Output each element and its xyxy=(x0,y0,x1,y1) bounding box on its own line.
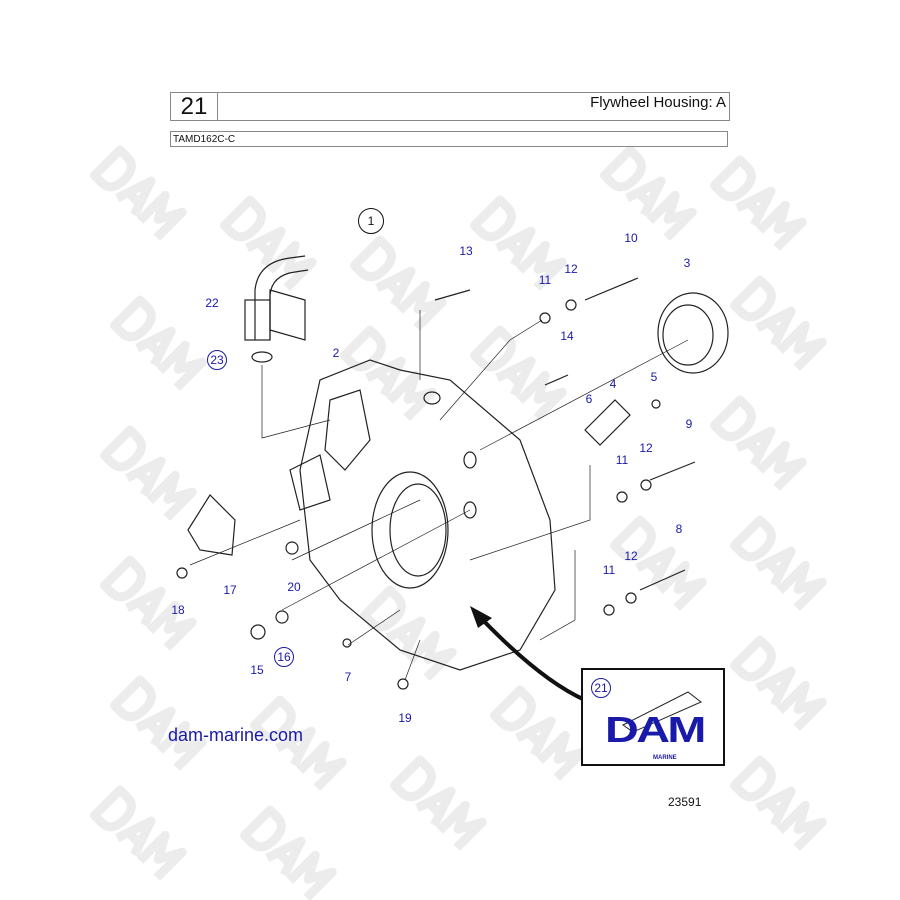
callout-15[interactable]: 15 xyxy=(250,663,264,677)
callout-11[interactable]: 11 xyxy=(602,563,616,577)
header-box: 21 Flywheel Housing: A xyxy=(170,92,730,121)
website-link[interactable]: dam-marine.com xyxy=(168,725,304,745)
dam-logo-subtext: MARINE xyxy=(653,755,677,761)
callout-9[interactable]: 9 xyxy=(685,417,693,431)
inset-pointer-arrow xyxy=(476,613,586,702)
callout-1[interactable]: 1 xyxy=(358,208,384,234)
callout-20[interactable]: 20 xyxy=(287,580,301,594)
callout-22[interactable]: 22 xyxy=(205,296,219,310)
page-number: 21 xyxy=(171,93,218,120)
callout-23[interactable]: 23 xyxy=(207,350,227,370)
callout-8[interactable]: 8 xyxy=(675,522,683,536)
callout-12[interactable]: 12 xyxy=(564,262,578,276)
drawing-number: 23591 xyxy=(668,795,702,809)
page-title: Flywheel Housing: A xyxy=(590,94,726,111)
callout-13[interactable]: 13 xyxy=(459,244,473,258)
detail-inset: 21 DAM MARINE xyxy=(581,668,725,766)
callout-17[interactable]: 17 xyxy=(223,583,237,597)
callout-12[interactable]: 12 xyxy=(624,549,638,563)
callout-10[interactable]: 10 xyxy=(624,231,638,245)
callout-19[interactable]: 19 xyxy=(398,711,412,725)
callout-16[interactable]: 16 xyxy=(274,647,294,667)
callout-6[interactable]: 6 xyxy=(585,392,593,406)
dam-logo: DAM xyxy=(605,709,706,750)
callout-3[interactable]: 3 xyxy=(683,256,691,270)
callout-12[interactable]: 12 xyxy=(639,441,653,455)
callout-21[interactable]: 21 xyxy=(591,678,611,698)
callout-4[interactable]: 4 xyxy=(609,377,617,391)
callout-5[interactable]: 5 xyxy=(650,370,658,384)
model-label: TAMD162C-C xyxy=(170,131,728,147)
callout-11[interactable]: 11 xyxy=(615,453,629,467)
callout-18[interactable]: 18 xyxy=(171,603,185,617)
housing-outline xyxy=(299,359,556,671)
detail-part-drawing xyxy=(622,691,702,733)
callout-14[interactable]: 14 xyxy=(560,329,574,343)
callout-2[interactable]: 2 xyxy=(332,346,340,360)
callout-7[interactable]: 7 xyxy=(344,670,352,684)
callout-11[interactable]: 11 xyxy=(538,273,552,287)
